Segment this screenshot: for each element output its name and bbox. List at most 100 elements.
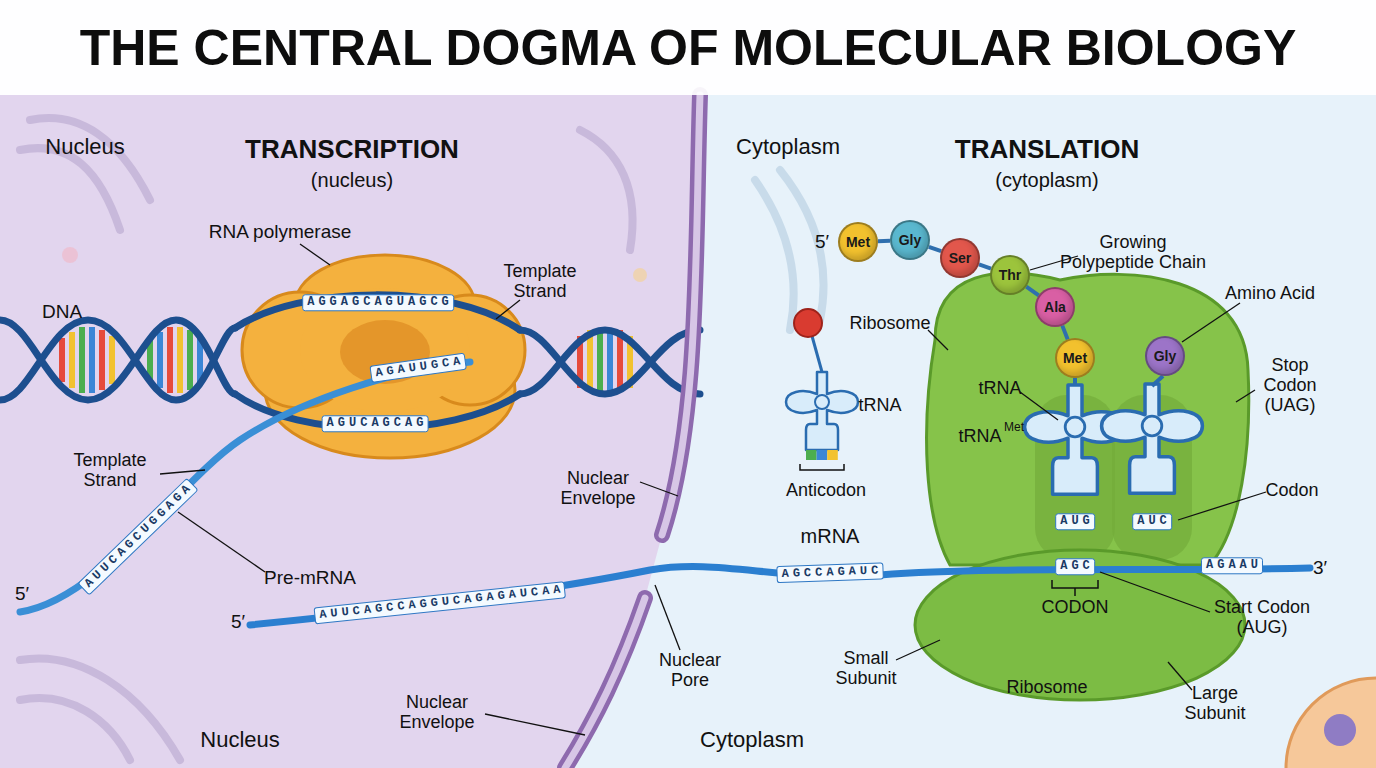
text-label: 5′	[815, 231, 829, 252]
text-label: Anticodon	[786, 480, 866, 500]
template-strand	[235, 295, 520, 330]
title-bar: THE CENTRAL DOGMA OF MOLECULAR BIOLOGY	[0, 0, 1376, 95]
text-label: tRNA	[858, 395, 901, 415]
amino-acid-name: Met	[846, 234, 870, 250]
text-label: Cytoplasm	[736, 135, 840, 160]
amino-acid-circle: Ser	[940, 238, 980, 278]
text-label: tRNA	[978, 378, 1021, 398]
organelle-ghost	[20, 658, 180, 760]
text-label: Start Codon (AUG)	[1207, 597, 1317, 637]
base-sequence: AUC	[1132, 513, 1172, 530]
amino-acid-circle: Ala	[1035, 287, 1075, 327]
amino-acid-circle: Thr	[990, 255, 1030, 295]
dna-strand	[0, 320, 235, 400]
dna-strand	[520, 330, 700, 394]
organelle-ghost	[20, 698, 130, 760]
organelle-ghost	[633, 268, 647, 282]
base-pair	[187, 330, 193, 390]
organelle-ghost	[580, 130, 633, 250]
amino-acid-name: Thr	[999, 267, 1022, 283]
title-band	[0, 0, 1376, 95]
text-label: Ribosome	[849, 313, 930, 333]
envelope-membrane	[662, 95, 700, 535]
amino-acid-link	[812, 336, 822, 372]
dna-strands	[0, 295, 700, 429]
amino-acid-circle: Gly	[890, 220, 930, 260]
amino-acid-name: Ser	[949, 250, 972, 266]
leader-line	[1178, 492, 1266, 520]
text-label: Amino Acid	[1225, 283, 1315, 303]
leader-line	[1236, 390, 1255, 402]
base-pair	[607, 328, 613, 394]
peptide-bond	[1062, 326, 1067, 340]
base-pair	[69, 332, 75, 388]
envelope-membrane	[565, 598, 645, 768]
amino-acid-name: Gly	[899, 232, 922, 248]
leader-line	[1182, 303, 1240, 342]
text-label: Ribosome	[1006, 677, 1087, 697]
text-label: Nucleus	[45, 135, 124, 160]
text-label: tRNA	[958, 426, 1001, 446]
base-sequence: AGGAGCAGUAGCG	[302, 294, 454, 311]
leader-line	[160, 470, 205, 474]
text-label: Template Strand	[55, 450, 165, 490]
text-label: Pre-mRNA	[264, 567, 356, 588]
codon-bracket	[1052, 580, 1098, 596]
text-label: Nuclear Pore	[650, 650, 730, 690]
free-trna	[786, 372, 858, 450]
leader-line	[928, 330, 948, 350]
leader-line	[496, 300, 520, 319]
leader-line	[896, 640, 940, 660]
text-label: Large Subunit	[1178, 683, 1253, 723]
organelle-ghost	[20, 148, 120, 230]
leader-line	[1168, 662, 1192, 690]
base-sequence: AGUCAGCAG	[322, 415, 429, 432]
envelope-membrane	[565, 598, 645, 768]
amino-acid-name: Met	[1063, 350, 1087, 366]
dna-strand	[0, 320, 235, 400]
anticodon-base	[806, 450, 817, 460]
section-heading: TRANSCRIPTION	[245, 135, 459, 164]
leader-line	[300, 244, 330, 265]
text-label: Met	[1004, 421, 1024, 434]
amino-acid-circle: Gly	[1145, 336, 1185, 376]
leader-line	[655, 585, 680, 650]
dna-strand	[520, 330, 700, 394]
leader-line	[1020, 392, 1058, 420]
anticodon-base	[827, 450, 838, 460]
section-heading: TRANSLATION	[955, 135, 1139, 164]
peptide-bond	[929, 247, 941, 251]
base-pair	[157, 332, 163, 388]
leader-line	[178, 512, 265, 572]
leader-lines	[160, 244, 1266, 735]
text-label: 5′	[231, 611, 245, 632]
text-label: Cytoplasm	[700, 728, 804, 753]
text-label: RNA polymerase	[209, 221, 352, 242]
text-label: Small Subunit	[829, 648, 904, 688]
rna-polymerase	[242, 255, 525, 458]
neighbour-cell	[1286, 678, 1376, 768]
text-label: (nucleus)	[311, 169, 393, 191]
text-label: (cytoplasm)	[995, 169, 1098, 191]
base-pair	[597, 328, 603, 394]
text-label: DNA	[42, 301, 82, 322]
neighbour-cell	[1324, 714, 1356, 746]
text-label: mRNA	[801, 525, 860, 547]
text-label: Template Strand	[485, 261, 595, 301]
text-label: Stop Codon (UAG)	[1255, 355, 1325, 415]
base-sequence: AGC	[1055, 558, 1095, 575]
peptide-bond	[979, 264, 991, 268]
leader-line	[640, 482, 678, 496]
text-label: 3′	[1313, 557, 1327, 578]
pre-mrna-strand	[20, 362, 470, 612]
amino-acid-name: Ala	[1044, 299, 1066, 315]
polymerase-core	[300, 288, 470, 412]
text-label: 5′	[15, 583, 29, 604]
leader-line	[485, 714, 585, 735]
base-sequence: AGAAU	[1201, 557, 1263, 574]
base-pair	[89, 327, 95, 393]
base-pair	[109, 336, 115, 384]
organelle-ghost	[62, 247, 78, 263]
envelope-membrane	[662, 95, 700, 535]
